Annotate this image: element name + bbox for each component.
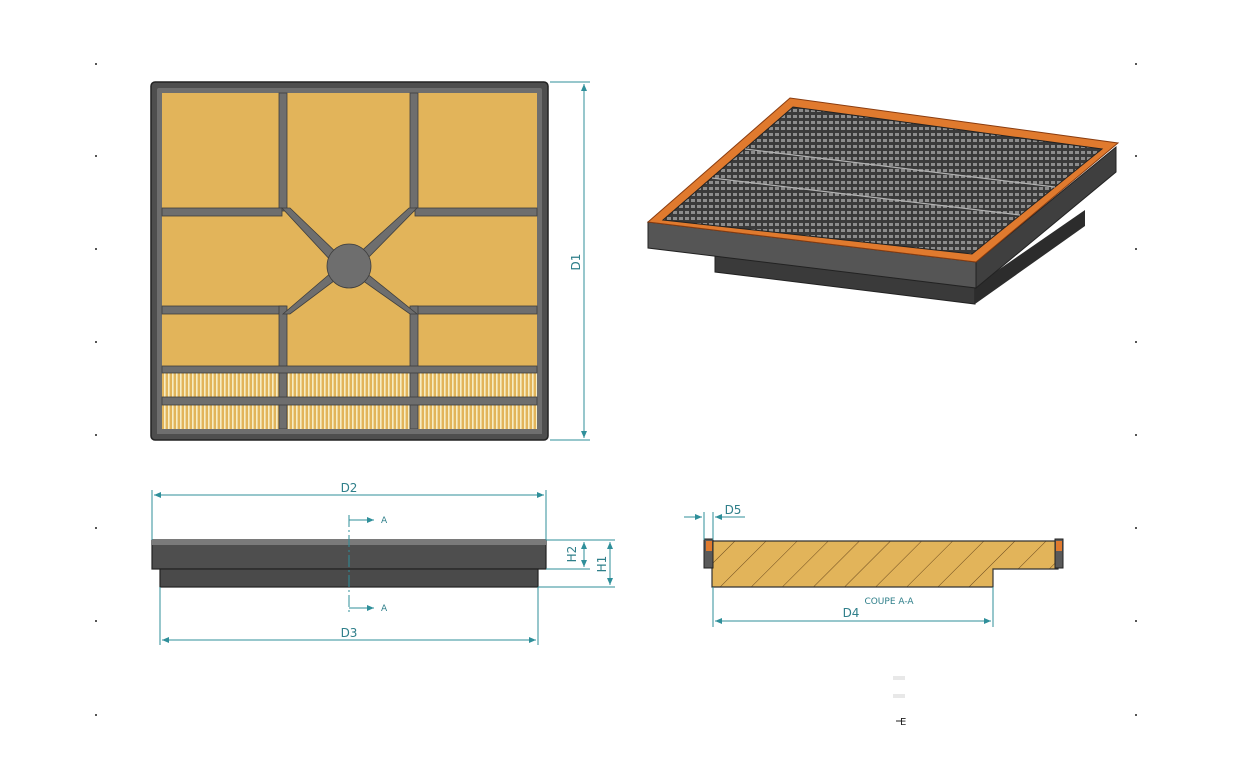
- section-view: [703, 538, 1064, 588]
- iso-mesh: [661, 106, 1104, 255]
- label-d5: D5: [725, 503, 742, 517]
- section-caption: COUPE A-A: [864, 597, 914, 607]
- label-d4: D4: [843, 606, 860, 620]
- section-marker-top: A: [381, 516, 388, 526]
- pleat-band-lower: [162, 405, 537, 429]
- support-ribs: [161, 92, 538, 430]
- section-marker-bottom: A: [381, 604, 388, 614]
- side-view: [151, 515, 547, 612]
- label-h1: H1: [595, 556, 609, 573]
- section-wall-left: [703, 538, 714, 569]
- iso-mesh-ribs: [711, 148, 1056, 216]
- frame-bottom-edge: [157, 429, 542, 434]
- iso-side-right: [975, 145, 1117, 290]
- stamp-mark: E: [900, 717, 906, 728]
- dimension-lines: [151, 81, 994, 645]
- iso-base-side: [975, 210, 1085, 304]
- section-wall-right: [1054, 538, 1064, 569]
- isometric-view: [646, 97, 1120, 305]
- label-d3: D3: [341, 626, 358, 640]
- pleat-band-upper: [162, 371, 537, 397]
- section-seal-right: [1056, 541, 1062, 551]
- label-h2: H2: [565, 546, 579, 563]
- label-d2: D2: [341, 481, 358, 495]
- top-view: [150, 81, 549, 441]
- label-d1: D1: [569, 254, 583, 271]
- section-body: [711, 540, 1059, 588]
- section-seal-left: [706, 541, 712, 551]
- title-stamp: E: [893, 676, 906, 728]
- border-ticks: [95, 63, 1137, 716]
